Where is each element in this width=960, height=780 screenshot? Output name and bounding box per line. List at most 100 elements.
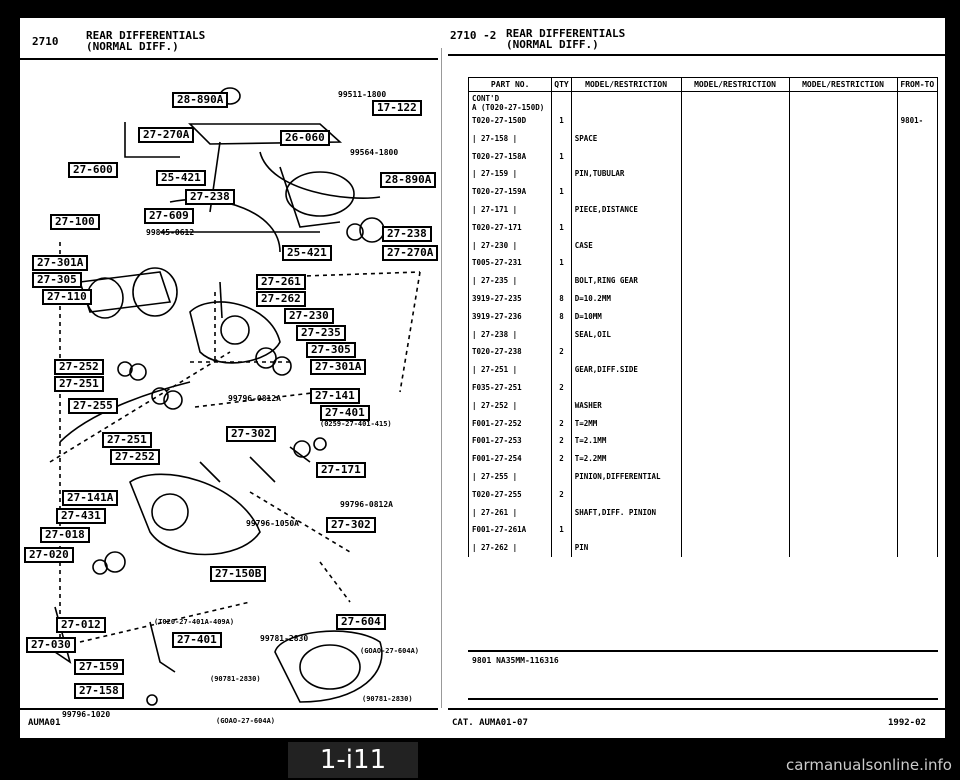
table-row: | 27-252 |WASHER (467, 396, 939, 415)
callout-27-110: 27-110 (42, 289, 92, 305)
table-row: | 27-235 |BOLT,RING GEAR (467, 272, 939, 290)
col-qty: QTY (551, 77, 572, 92)
cell-model-2 (680, 165, 790, 184)
cell-qty: 2 (551, 485, 572, 504)
cell-model-3 (788, 200, 898, 219)
exploded-diagram: 28-890A 17-122 27-270A 26-060 27-600 25-… (20, 62, 440, 725)
cell-qty (551, 503, 572, 522)
callout-26-060: 26-060 (280, 130, 330, 146)
cell-model-1 (570, 254, 682, 273)
cell-qty: 2 (551, 378, 572, 397)
cell-model-1: PIN (570, 539, 682, 557)
cell-model-3 (788, 112, 898, 130)
callout-27-255: 27-255 (68, 398, 118, 414)
table-row: | 27-158 |SPACE (467, 129, 939, 148)
cell-model-1: GEAR,DIFF.SIDE (570, 361, 682, 379)
cell-model-2 (680, 539, 790, 557)
callout-27-302-a: 27-302 (226, 426, 276, 442)
cell-part-no: | 27-262 | (467, 539, 553, 557)
callout-27-251-b: 27-251 (102, 432, 152, 448)
cell-from-to (896, 503, 939, 522)
cell-model-2 (680, 503, 790, 522)
col-model-1: MODEL/RESTRICTION (570, 77, 682, 92)
cell-model-1 (570, 378, 682, 397)
cell-part-no: | 27-171 | (467, 200, 553, 219)
cell-qty: 2 (551, 343, 572, 362)
cell-from-to (896, 289, 939, 308)
cell-model-1: PIECE,DISTANCE (570, 200, 682, 219)
callout-27-270A-b: 27-270A (382, 245, 439, 261)
parts-table-header: PART NO. QTY MODEL/RESTRICTION MODEL/RES… (467, 77, 939, 92)
table-row: | 27-261 |SHAFT,DIFF. PINION (467, 503, 939, 522)
callout-27-141: 27-141 (310, 388, 360, 404)
cell-qty (551, 272, 572, 290)
cell-qty: 2 (551, 414, 572, 433)
cell-model-1: SPACE (570, 129, 682, 148)
callout-27-235: 27-235 (296, 325, 346, 341)
callout-27-301A-b: 27-301A (310, 359, 367, 375)
cell-model-1: T=2.1MM (570, 432, 682, 451)
cell-model-3 (788, 325, 898, 344)
cell-from-to (896, 254, 939, 273)
table-row: | 27-230 |CASE (467, 236, 939, 255)
cell-qty (551, 539, 572, 557)
callout-27-431: 27-431 (56, 508, 106, 524)
cell-from-to (896, 539, 939, 557)
cell-model-2 (680, 343, 790, 362)
table-row: | 27-255 |PINION,DIFFERENTIAL (467, 467, 939, 486)
cell-model-3 (788, 254, 898, 273)
partno-T020-27-401A-409A: (T020-27-401A-409A) (154, 618, 235, 626)
cell-model-3 (788, 467, 898, 486)
cell-from-to (896, 467, 939, 486)
callout-27-305-b: 27-305 (306, 342, 356, 358)
col-from-to: FROM-TO (896, 77, 939, 92)
cell-qty (551, 200, 572, 219)
callout-27-159: 27-159 (74, 659, 124, 675)
footer-rule-right (448, 708, 945, 710)
cell-part-no: | 27-261 | (467, 503, 553, 522)
callout-27-100: 27-100 (50, 214, 100, 230)
cell-model-1 (570, 112, 682, 130)
cell-model-2 (680, 361, 790, 379)
left-header-title-2: (NORMAL DIFF.) (86, 40, 179, 53)
cell-part-no: T020-27-255 (467, 485, 553, 504)
partno-99796-1020: 99796-1020 (62, 710, 111, 719)
cell-qty (551, 361, 572, 379)
table-row: | 27-171 | PIECE,DISTANCE (467, 200, 939, 219)
cell-model-3 (788, 414, 898, 433)
cell-part-no: | 27-238 | (467, 325, 553, 344)
cell-from-to (896, 396, 939, 415)
cell-model-3 (788, 361, 898, 379)
cell-model-1 (570, 485, 682, 504)
cell-from-to (896, 325, 939, 344)
callout-27-252-b: 27-252 (110, 449, 160, 465)
partno-99511-1800: 99511-1800 (338, 90, 387, 99)
cont-m2 (680, 91, 790, 112)
partno-90781-2830-b: (90781-2830) (362, 695, 413, 703)
table-bottom-rule (468, 650, 938, 652)
cell-from-to (896, 272, 939, 290)
cell-part-no: T005-27-231 (467, 254, 553, 273)
cell-qty (551, 325, 572, 344)
catalog-sheet: 2710 REAR DIFFERENTIALS (NORMAL DIFF.) 2… (20, 18, 945, 738)
cell-model-2 (680, 521, 790, 540)
callout-27-252-a: 27-252 (54, 359, 104, 375)
parts-table: PART NO. QTY MODEL/RESTRICTION MODEL/RES… (467, 77, 939, 557)
cell-model-1: T=2MM (570, 414, 682, 433)
cell-qty: 2 (551, 450, 572, 468)
callout-27-301A-a: 27-301A (32, 255, 89, 271)
cell-part-no: F001-27-254 (467, 450, 553, 468)
cell-model-3 (788, 503, 898, 522)
partno-99796-1050A: 99796-1050A (246, 519, 299, 528)
left-header: 2710 (32, 36, 59, 47)
cell-qty: 1 (551, 254, 572, 273)
cell-model-2 (680, 236, 790, 255)
cell-qty (551, 236, 572, 255)
footer-left: AUMA01 (28, 718, 61, 728)
cont-from (896, 91, 939, 112)
col-model-3: MODEL/RESTRICTION (788, 77, 898, 92)
